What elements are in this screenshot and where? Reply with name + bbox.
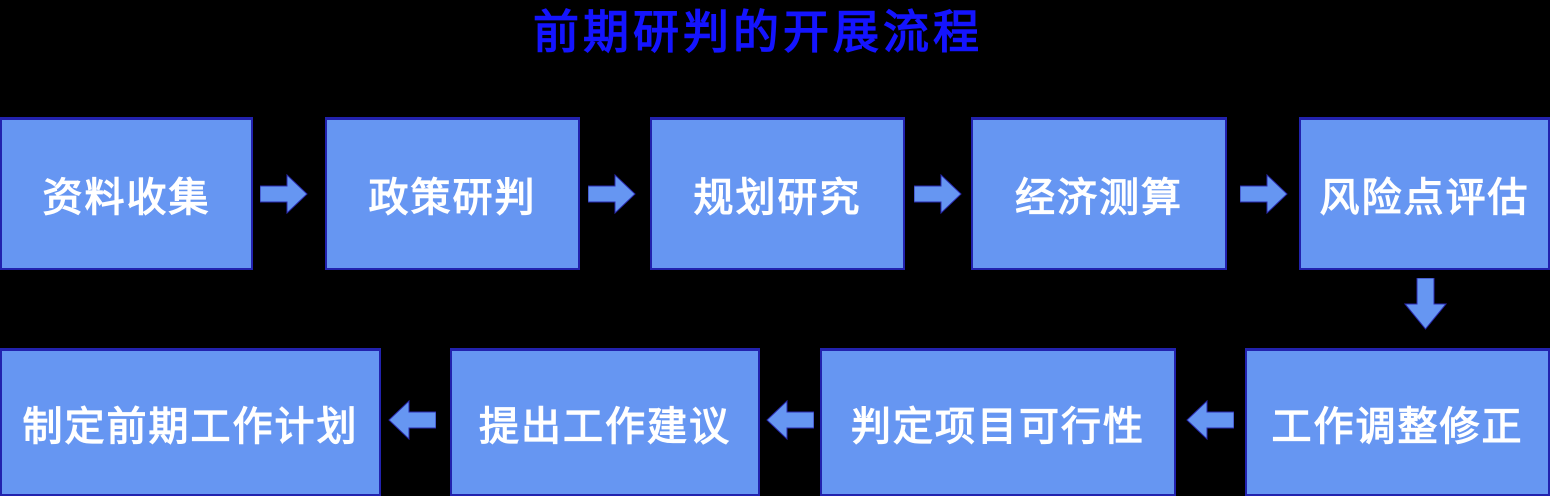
box-data-collection: 资料收集 [0, 117, 253, 270]
box-work-suggestions: 提出工作建议 [450, 348, 760, 496]
box-label: 资料收集 [42, 176, 211, 220]
arrow-left-icon [1186, 400, 1234, 440]
box-feasibility-determination: 判定项目可行性 [820, 348, 1176, 496]
arrow-left-icon [766, 400, 814, 440]
page-title: 前期研判的开展流程 [533, 6, 983, 58]
arrow-down-icon [1404, 278, 1448, 330]
box-label: 风险点评估 [1319, 176, 1530, 220]
box-label: 规划研究 [693, 176, 862, 220]
box-label: 提出工作建议 [479, 404, 731, 449]
arrow-right-icon [588, 174, 636, 214]
box-label: 经济测算 [1015, 176, 1183, 220]
box-economic-calculation: 经济测算 [971, 117, 1227, 270]
arrow-right-icon [914, 174, 962, 214]
arrow-right-icon [1240, 174, 1288, 214]
box-preliminary-work-plan: 制定前期工作计划 [0, 348, 381, 496]
box-risk-assessment: 风险点评估 [1299, 117, 1550, 270]
box-label: 工作调整修正 [1271, 404, 1524, 449]
box-label: 判定项目可行性 [851, 404, 1145, 449]
arrow-left-icon [388, 400, 436, 440]
box-policy-analysis: 政策研判 [325, 117, 580, 270]
arrow-right-icon [260, 174, 308, 214]
box-label: 制定前期工作计划 [22, 404, 359, 449]
box-planning-research: 规划研究 [650, 117, 905, 270]
box-label: 政策研判 [368, 176, 537, 220]
box-work-adjustment: 工作调整修正 [1245, 348, 1550, 496]
